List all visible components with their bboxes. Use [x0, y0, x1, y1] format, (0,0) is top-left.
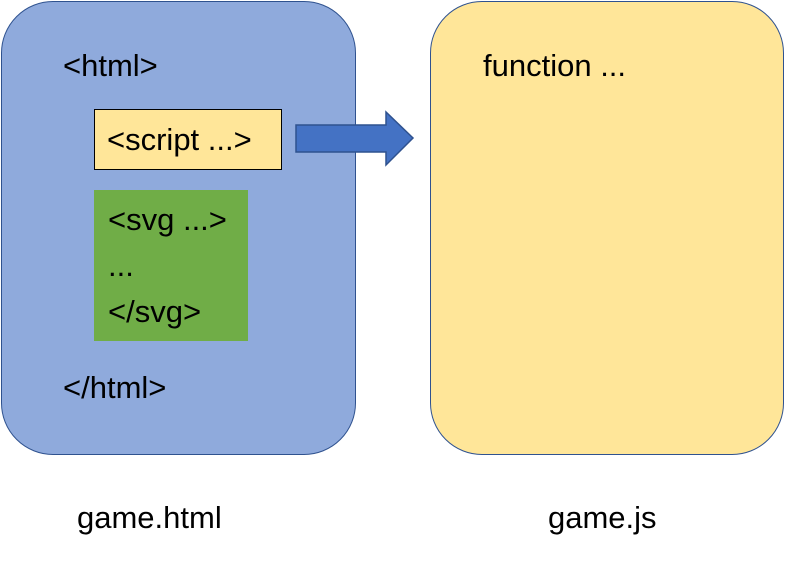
script-tag-text: <script ...>: [107, 122, 252, 157]
html-open-tag: <html>: [63, 48, 158, 83]
html-filename-label: game.html: [77, 500, 222, 535]
svg-open-tag: <svg ...>: [108, 202, 227, 237]
svg-block-box: [94, 190, 248, 341]
svg-close-tag: </svg>: [108, 294, 202, 329]
js-file-box: [430, 1, 784, 455]
js-function-text: function ...: [483, 48, 627, 83]
script-tag-box: [94, 109, 282, 170]
html-close-tag: </html>: [63, 370, 167, 405]
svg-content-ellipsis: ...: [108, 248, 134, 283]
right-arrow-icon: [295, 110, 415, 167]
js-filename-label: game.js: [548, 500, 657, 535]
